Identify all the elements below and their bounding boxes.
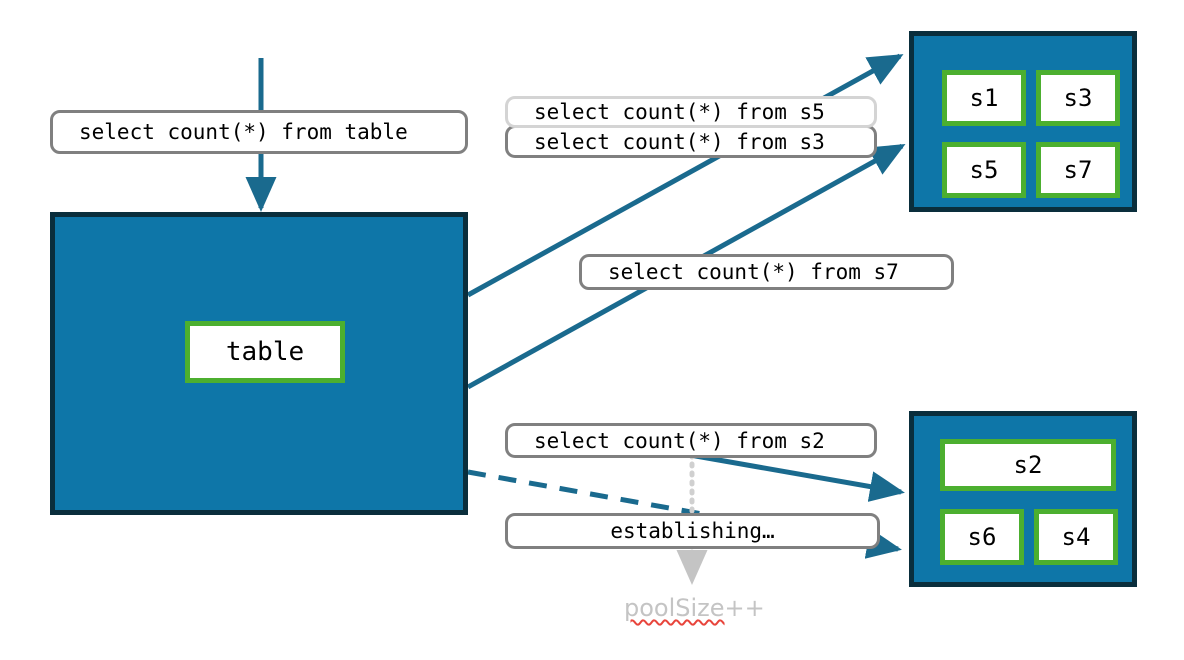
- label-establishing-text: establishing…: [610, 519, 775, 543]
- label-query-s7[interactable]: select count(*) from s7: [579, 254, 954, 290]
- label-query-s5[interactable]: select count(*) from s5: [505, 96, 877, 128]
- pool-cell-table[interactable]: table: [185, 321, 345, 383]
- note-pool-size-word: poolSize: [624, 594, 725, 622]
- server-cell-s5[interactable]: s5: [942, 142, 1026, 198]
- main-connection-pool[interactable]: table: [50, 212, 468, 515]
- server-cell-s1[interactable]: s1: [942, 70, 1026, 126]
- server-pool-top[interactable]: s1 s3 s5 s7: [909, 31, 1137, 212]
- server-cell-s2-label: s2: [1013, 451, 1043, 479]
- server-cell-s4-label: s4: [1061, 523, 1091, 551]
- label-query-s3[interactable]: select count(*) from s3: [505, 125, 877, 158]
- server-cell-s6-label: s6: [967, 523, 997, 551]
- label-query-table-text: select count(*) from table: [79, 120, 408, 144]
- label-query-table[interactable]: select count(*) from table: [50, 110, 468, 154]
- server-cell-s1-label: s1: [969, 84, 999, 112]
- label-establishing[interactable]: establishing…: [505, 513, 880, 549]
- label-query-s2[interactable]: select count(*) from s2: [505, 423, 877, 458]
- note-pool-size: poolSize++: [624, 594, 765, 622]
- server-cell-s3[interactable]: s3: [1036, 70, 1120, 126]
- label-query-s3-text: select count(*) from s3: [534, 129, 825, 154]
- label-query-s7-text: select count(*) from s7: [608, 260, 899, 284]
- server-cell-s3-label: s3: [1063, 84, 1093, 112]
- label-query-s5-text: select count(*) from s5: [534, 100, 825, 124]
- server-cell-s5-label: s5: [969, 156, 999, 184]
- server-cell-s4[interactable]: s4: [1034, 509, 1118, 565]
- edge-main-to-s2: [689, 452, 905, 502]
- server-pool-bottom[interactable]: s2 s6 s4: [909, 411, 1137, 587]
- server-cell-s2[interactable]: s2: [940, 439, 1116, 491]
- note-pool-size-suffix: ++: [724, 594, 765, 622]
- server-cell-s6[interactable]: s6: [940, 509, 1024, 565]
- label-query-s2-text: select count(*) from s2: [534, 428, 825, 453]
- server-cell-s7-label: s7: [1063, 156, 1093, 184]
- pool-cell-table-label: table: [225, 337, 305, 367]
- server-cell-s7[interactable]: s7: [1036, 142, 1120, 198]
